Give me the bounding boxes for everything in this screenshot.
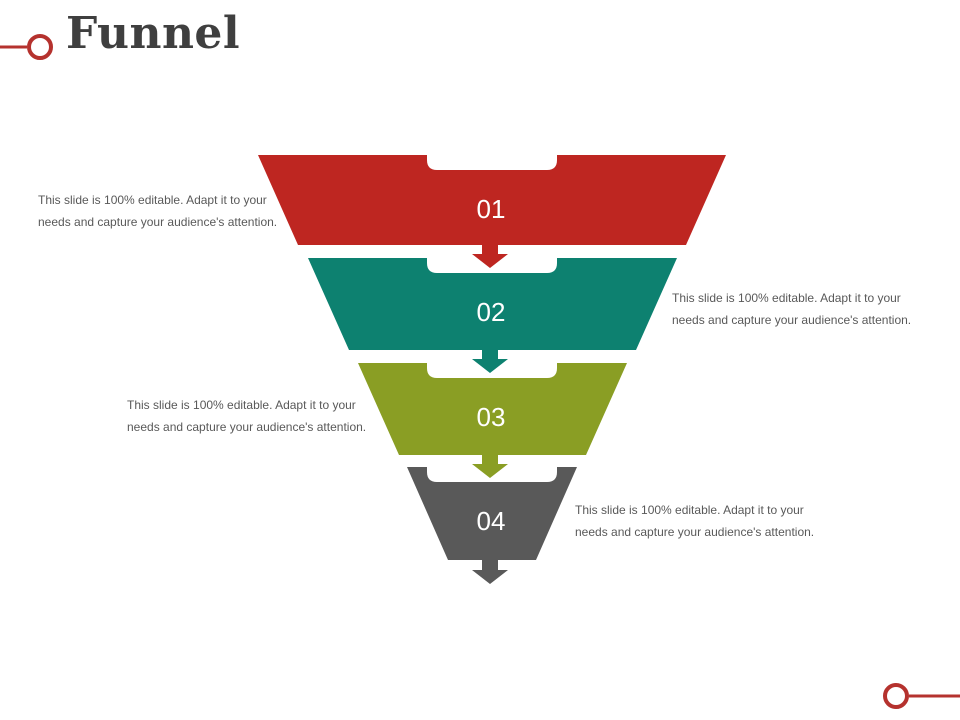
- funnel-stage-01-number: 01: [477, 194, 506, 224]
- stage-04-description: This slide is 100% editable. Adapt it to…: [575, 499, 835, 543]
- funnel-stage-03: 03: [358, 363, 627, 478]
- funnel-stage-01: 01: [258, 155, 726, 268]
- stage-02-description: This slide is 100% editable. Adapt it to…: [672, 287, 932, 331]
- funnel-stage-03-arrow: [472, 455, 508, 478]
- stage-03-description-line-2: needs and capture your audience's attent…: [127, 420, 367, 434]
- stage-02-description-line-2: needs and capture your audience's attent…: [672, 313, 912, 327]
- funnel-stage-01-arrow: [472, 245, 508, 268]
- funnel-stage-04-arrow: [472, 560, 508, 584]
- funnel-stage-01-band: [258, 155, 726, 245]
- stage-02-description-line-1: This slide is 100% editable. Adapt it to…: [672, 291, 901, 305]
- top-left-ring-decoration: [0, 34, 53, 60]
- stage-03-description: This slide is 100% editable. Adapt it to…: [127, 394, 387, 438]
- funnel-stage-02-band: [308, 258, 677, 350]
- stage-01-description: This slide is 100% editable. Adapt it to…: [38, 189, 298, 233]
- funnel-stage-02-number: 02: [477, 297, 506, 327]
- stage-04-description-line-1: This slide is 100% editable. Adapt it to…: [575, 503, 804, 517]
- stage-01-description-line-1: This slide is 100% editable. Adapt it to…: [38, 193, 267, 207]
- funnel-stage-04-band: [407, 467, 577, 560]
- funnel-stage-02: 02: [308, 258, 677, 373]
- stage-01-description-line-2: needs and capture your audience's attent…: [38, 215, 278, 229]
- funnel-stage-03-number: 03: [477, 402, 506, 432]
- slide-title: Funnel: [66, 8, 241, 59]
- bottom-right-ring-decoration: [883, 683, 960, 709]
- funnel-stage-04-number: 04: [477, 506, 506, 536]
- stage-04-description-line-2: needs and capture your audience's attent…: [575, 525, 815, 539]
- funnel-stage-02-arrow: [472, 350, 508, 373]
- funnel-stage-03-band: [358, 363, 627, 455]
- funnel-stage-04: 04: [407, 467, 577, 584]
- stage-03-description-line-1: This slide is 100% editable. Adapt it to…: [127, 398, 356, 412]
